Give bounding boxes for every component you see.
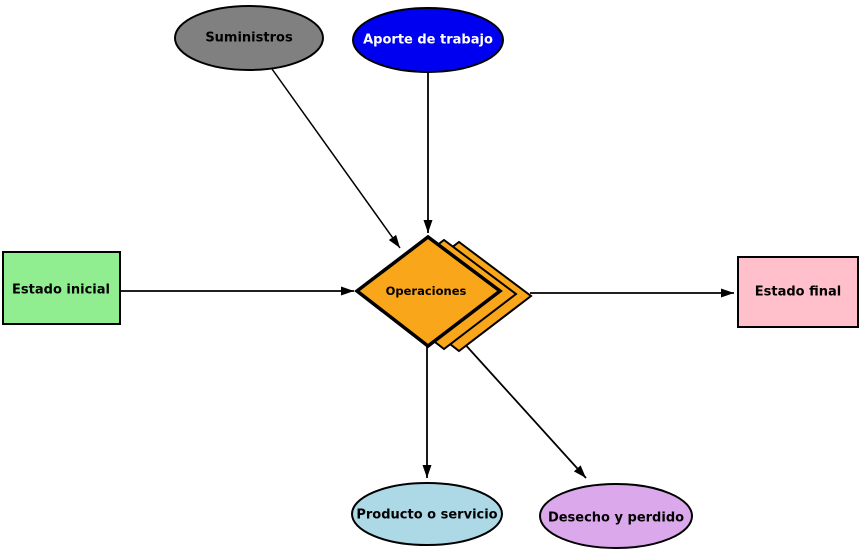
node-suministros: Suministros (174, 5, 324, 71)
estado-inicial-label: Estado inicial (12, 283, 110, 298)
estado-final-label: Estado final (755, 285, 842, 300)
operaciones-diamond-front (354, 234, 503, 349)
aporte-de-trabajo-label: Aporte de trabajo (363, 33, 493, 48)
edge-suministros-to-operaciones (271, 68, 401, 249)
node-operaciones: Operaciones (354, 234, 533, 353)
node-desecho-y-perdido: Desecho y perdido (539, 483, 693, 549)
node-estado-inicial: Estado inicial (2, 251, 121, 325)
node-estado-final: Estado final (737, 256, 859, 328)
aporte-de-trabajo-ellipse (352, 7, 504, 73)
producto-o-servicio-label: Producto o servicio (356, 508, 497, 523)
node-producto-o-servicio: Producto o servicio (351, 482, 503, 546)
edge-operaciones-to-desecho-y-perdido (461, 340, 587, 479)
desecho-y-perdido-ellipse (539, 483, 693, 549)
estado-final-rect (737, 256, 859, 328)
suministros-label: Suministros (205, 31, 293, 46)
node-aporte-de-trabajo: Aporte de trabajo (352, 7, 504, 73)
desecho-y-perdido-label: Desecho y perdido (548, 511, 684, 526)
operaciones-label: Operaciones (386, 284, 467, 298)
producto-o-servicio-ellipse (351, 482, 503, 546)
suministros-ellipse (174, 5, 324, 71)
estado-inicial-rect (2, 251, 121, 325)
